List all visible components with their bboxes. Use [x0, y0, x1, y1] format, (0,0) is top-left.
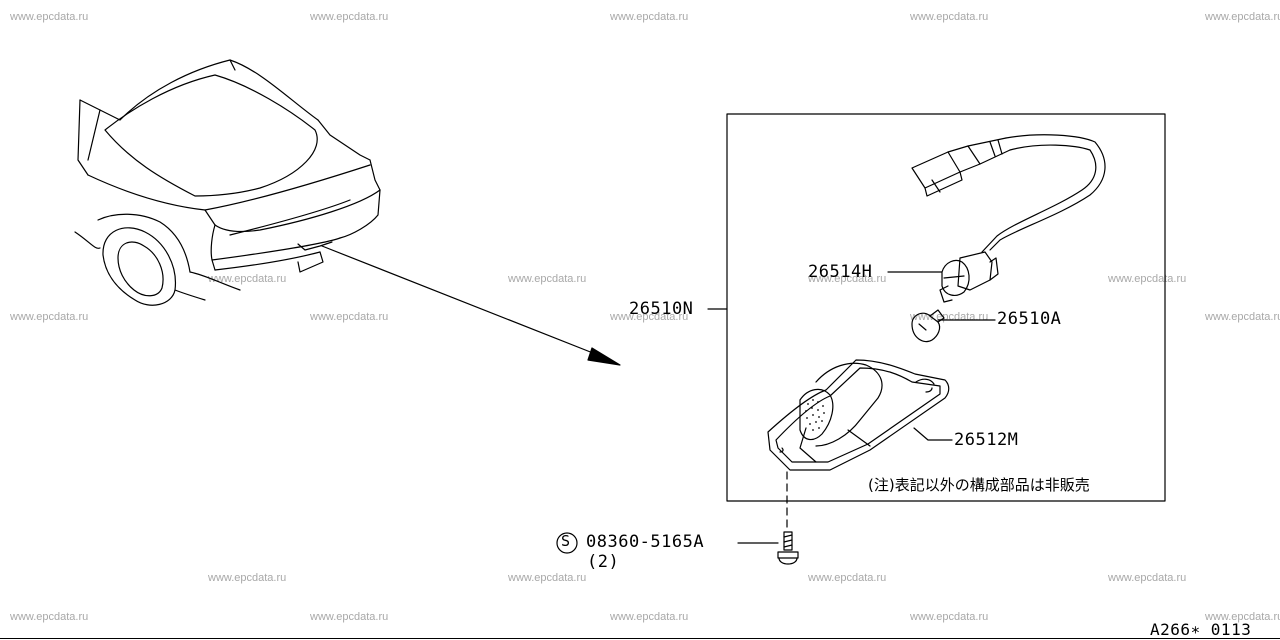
leader-line [321, 245, 599, 356]
bottom-rule [0, 638, 1280, 639]
watermark: www.epcdata.ru [10, 11, 89, 23]
watermark: www.epcdata.ru [508, 572, 587, 584]
leader-26512M [913, 427, 953, 441]
note-text: (注)表記以外の構成部品は非販売 [868, 476, 1090, 494]
watermark: www.epcdata.ru [208, 572, 287, 584]
watermark: www.epcdata.ru [208, 273, 287, 285]
watermark: www.epcdata.ru [610, 11, 689, 23]
diagram-code: A266∗ 0113 [1150, 620, 1252, 639]
watermark: www.epcdata.ru [1205, 11, 1280, 23]
label-screw: 08360-5165A [586, 532, 705, 552]
watermark: www.epcdata.ru [808, 572, 887, 584]
bulb [911, 309, 945, 343]
watermark: www.epcdata.ru [910, 611, 989, 623]
arrowhead [587, 347, 621, 366]
watermark: www.epcdata.ru [310, 311, 389, 323]
standard-part-symbol [556, 532, 578, 554]
watermark: www.epcdata.ru [910, 11, 989, 23]
screw-symbol-letter: S [561, 532, 571, 550]
watermark: www.epcdata.ru [1108, 273, 1187, 285]
label-bulb: 26510A [997, 309, 1062, 329]
lens-texture [805, 399, 825, 431]
watermark: www.epcdata.ru [310, 11, 389, 23]
watermark: www.epcdata.ru [808, 273, 887, 285]
label-socket: 26514H [808, 262, 873, 282]
watermark: www.epcdata.ru [1108, 572, 1187, 584]
bulb-socket [939, 251, 999, 303]
car-rear-illustration [74, 59, 381, 306]
assembly-frame [726, 113, 1166, 502]
watermark: www.epcdata.ru [310, 611, 389, 623]
watermark: www.epcdata.ru [610, 611, 689, 623]
label-screw-qty: (2) [587, 552, 620, 572]
label-assembly: 26510N [629, 299, 694, 319]
watermark: www.epcdata.ru [1205, 611, 1280, 623]
screw [777, 531, 799, 565]
lens-housing [767, 359, 950, 471]
connector-harness [911, 134, 1106, 253]
watermark: www.epcdata.ru [10, 611, 89, 623]
watermark: www.epcdata.ru [508, 273, 587, 285]
label-lens-housing: 26512M [954, 430, 1019, 450]
watermark: www.epcdata.ru [1205, 311, 1280, 323]
watermark: www.epcdata.ru [10, 311, 89, 323]
watermark: www.epcdata.ru [610, 311, 689, 323]
